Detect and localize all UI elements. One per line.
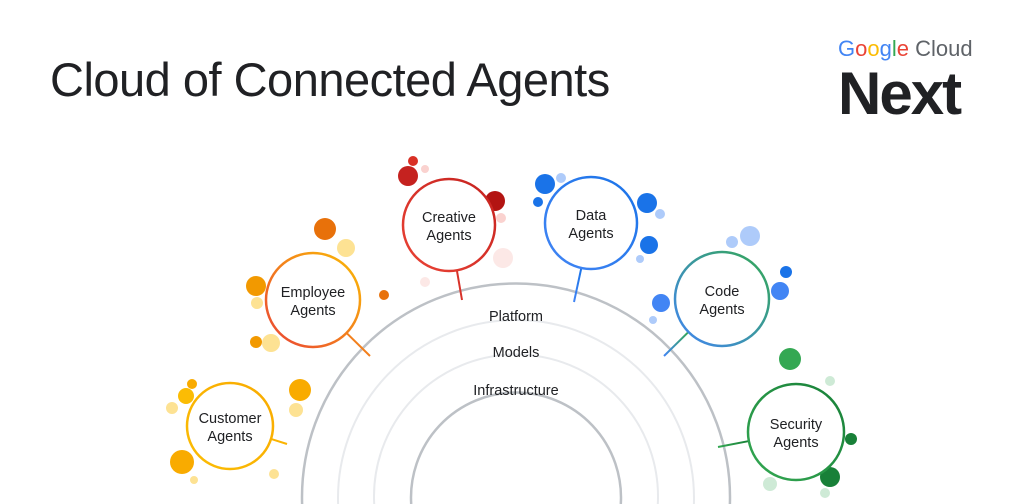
agent-label-line2: Agents — [568, 226, 613, 242]
bubble-dot — [779, 348, 801, 370]
bubble-dot — [496, 213, 506, 223]
platform-arc — [300, 282, 732, 504]
logo-google: Google — [838, 36, 910, 61]
bubble-dot — [250, 336, 262, 348]
bubble-dot — [190, 476, 198, 484]
bubble-dot — [556, 173, 566, 183]
connector-line — [270, 437, 288, 445]
logo-next: Next — [838, 60, 962, 127]
agent-label-line2: Agents — [290, 303, 335, 319]
bubble-dot — [262, 334, 280, 352]
bubble-dot — [289, 379, 311, 401]
agent-label-line1: Data — [576, 208, 608, 224]
layer-arcs — [300, 282, 732, 504]
agent-label-line1: Customer — [199, 411, 262, 427]
connector-line — [455, 270, 463, 301]
bubble-dot — [493, 248, 513, 268]
connector-line — [573, 267, 583, 303]
bubble-dot — [246, 276, 266, 296]
page-title: Cloud of Connected Agents — [50, 53, 610, 106]
agent-label-line1: Security — [770, 417, 823, 433]
bubble-dot — [398, 166, 418, 186]
layer-label-infrastructure: Infrastructure — [473, 383, 558, 399]
layer-label-platform: Platform — [489, 309, 543, 325]
agent-circle — [401, 177, 497, 273]
bubble-dot — [845, 433, 857, 445]
bubble-dot — [269, 469, 279, 479]
bubble-dot — [178, 388, 194, 404]
bubble-dot — [780, 266, 792, 278]
agent-label-line2: Agents — [699, 302, 744, 318]
bubble-dot — [726, 236, 738, 248]
bubble-dot — [379, 290, 389, 300]
bubble-dot — [652, 294, 670, 312]
infrastructure-arc — [373, 353, 659, 504]
bubble-dot — [820, 467, 840, 487]
models-arc — [337, 319, 695, 504]
bubble-dot — [421, 165, 429, 173]
layer-label-models: Models — [493, 345, 540, 361]
bubble-dot — [535, 174, 555, 194]
bubble-dot — [636, 255, 644, 263]
agent-label-line1: Creative — [422, 210, 476, 226]
agent-label-line1: Code — [705, 284, 740, 300]
bubble-dot — [289, 403, 303, 417]
bubble-dot — [408, 156, 418, 166]
bubble-dot — [820, 488, 830, 498]
agent-label-line2: Agents — [773, 435, 818, 451]
agent-circle — [673, 250, 771, 348]
agent-label-line1: Employee — [281, 285, 345, 301]
bubble-dot — [314, 218, 336, 240]
bubble-dot — [640, 236, 658, 254]
bubble-dot — [187, 379, 197, 389]
bubble-dot — [763, 477, 777, 491]
agent-circle — [185, 381, 275, 471]
bubble-dot — [637, 193, 657, 213]
agent-circle — [543, 175, 639, 271]
bubble-dot — [170, 450, 194, 474]
agent-label-line2: Agents — [426, 228, 471, 244]
connector-line — [345, 332, 371, 357]
connector-line — [663, 331, 690, 357]
bubble-dot — [771, 282, 789, 300]
agent-circle — [746, 382, 846, 482]
connector-line — [717, 440, 750, 448]
bubble-dot — [825, 376, 835, 386]
bubble-dot — [649, 316, 657, 324]
google-cloud-next-logo: Google Cloud Next — [838, 36, 973, 124]
agent-circle — [264, 251, 362, 349]
decorative-bubbles — [166, 156, 857, 498]
bubble-dot — [251, 297, 263, 309]
logo-cloud: Cloud — [915, 36, 973, 61]
core-arc — [409, 391, 623, 504]
bubble-dot — [533, 197, 543, 207]
bubble-dot — [740, 226, 760, 246]
agent-label-line2: Agents — [207, 429, 252, 445]
bubble-dot — [166, 402, 178, 414]
bubble-dot — [655, 209, 665, 219]
bubble-dot — [420, 277, 430, 287]
bubble-dot — [337, 239, 355, 257]
